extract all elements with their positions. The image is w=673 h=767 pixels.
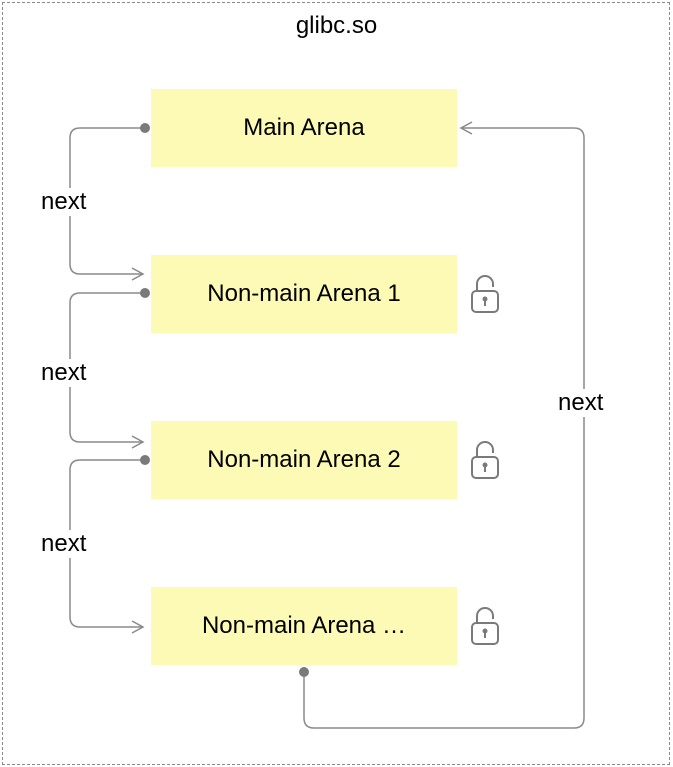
arena-box-2: Non-main Arena 2 — [151, 421, 457, 499]
connector-origin-dot — [140, 123, 150, 133]
arena-box-n: Non-main Arena … — [151, 587, 457, 665]
next-label-return: next — [555, 389, 607, 417]
arena-label: Non-main Arena 2 — [207, 446, 401, 473]
arena-label: Non-main Arena … — [201, 612, 407, 639]
arena-box-1: Non-main Arena 1 — [151, 255, 457, 333]
connector-origin-dot — [140, 455, 150, 465]
connector-origin-dot — [140, 288, 150, 298]
padlock-icon — [471, 441, 499, 479]
connector-origin-dot — [299, 667, 309, 677]
next-connector-return — [303, 121, 585, 729]
arena-box-main: Main Arena — [151, 89, 457, 167]
padlock-icon — [471, 607, 499, 645]
next-label-1: next — [38, 188, 90, 216]
padlock-icon — [471, 275, 499, 313]
arena-label: Non-main Arena 1 — [207, 280, 401, 307]
next-label-2: next — [38, 359, 90, 387]
next-label-3: next — [38, 530, 90, 558]
diagram-title: glibc.so — [295, 12, 378, 39]
arena-label: Main Arena — [243, 114, 365, 141]
